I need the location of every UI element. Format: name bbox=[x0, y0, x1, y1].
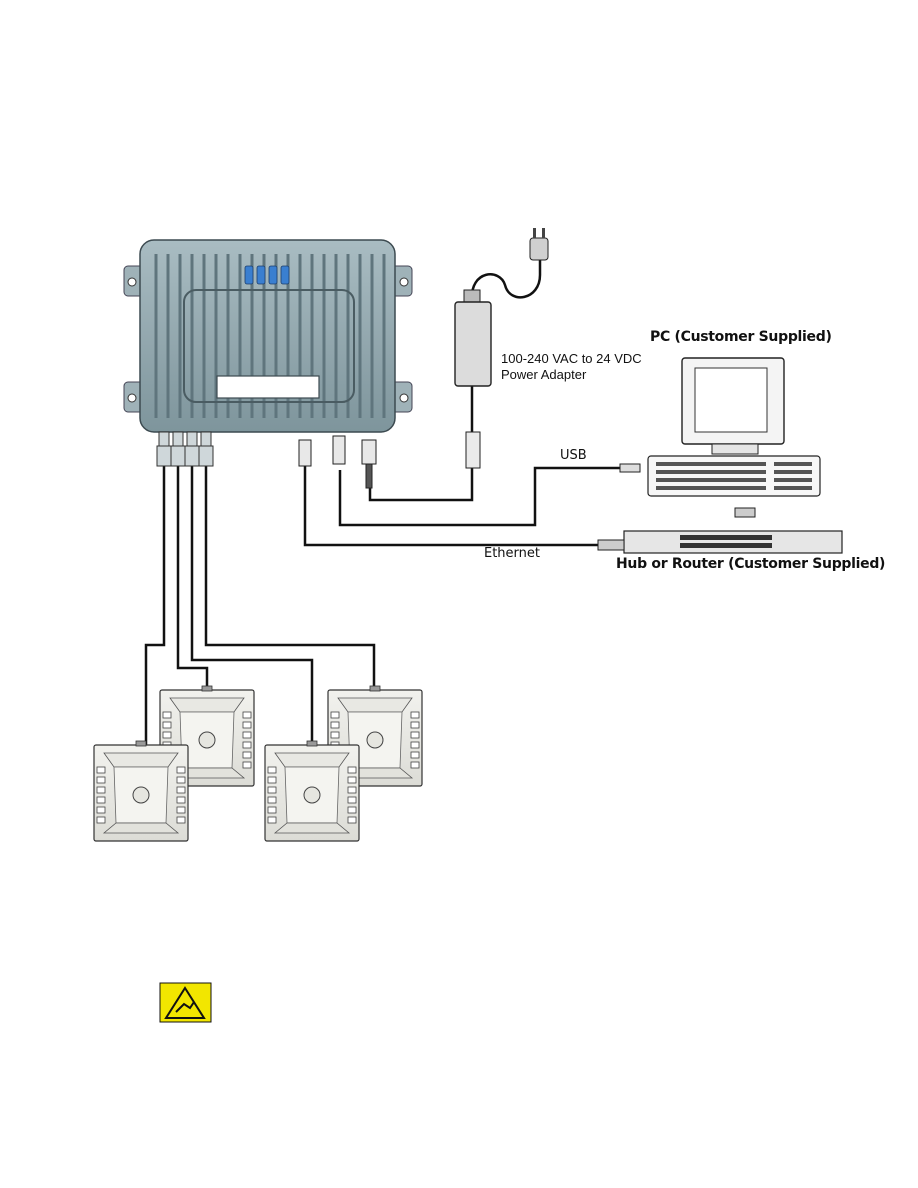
antenna-cable-1 bbox=[144, 466, 166, 745]
antenna-icon-1 bbox=[93, 740, 189, 842]
hub-router-label: Hub or Router (Customer Supplied) bbox=[616, 556, 886, 572]
antenna-cable-3 bbox=[190, 466, 314, 745]
antenna-cable-4 bbox=[204, 466, 376, 690]
ethernet-label: Ethernet bbox=[484, 546, 540, 561]
desktop-computer-icon bbox=[619, 357, 821, 518]
rfid-reader-icon bbox=[123, 239, 413, 467]
reader-connectors bbox=[298, 435, 377, 489]
power-cord bbox=[470, 258, 542, 301]
usb-cable bbox=[338, 466, 620, 527]
esd-warning-icon bbox=[159, 982, 212, 1023]
cables bbox=[144, 258, 620, 745]
network-switch-icon bbox=[597, 530, 843, 554]
power-adapter-label-line2: Power Adapter bbox=[501, 367, 587, 382]
ac-plug-icon bbox=[529, 228, 549, 261]
antenna-cable-2 bbox=[176, 466, 209, 690]
status-leds bbox=[244, 265, 290, 285]
ethernet-cable bbox=[303, 466, 598, 547]
antenna-icon-3 bbox=[264, 740, 360, 842]
power-adapter-label-line1: 100-240 VAC to 24 VDC bbox=[501, 351, 642, 366]
pc-label: PC (Customer Supplied) bbox=[650, 329, 832, 345]
power-dc-cable-2 bbox=[368, 468, 474, 502]
usb-label: USB bbox=[560, 448, 587, 463]
power-adapter-icon bbox=[454, 289, 492, 469]
